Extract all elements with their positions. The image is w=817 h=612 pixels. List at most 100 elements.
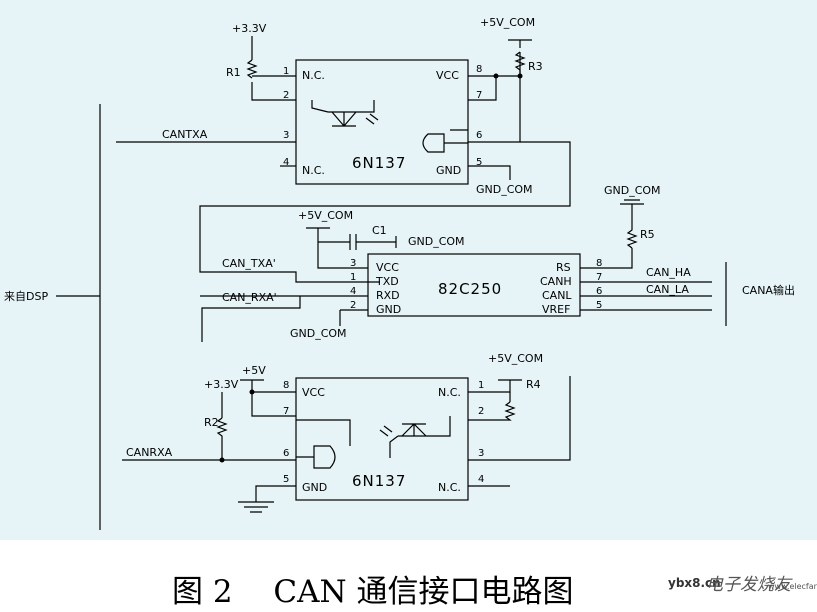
u1-pin-label-nc4: N.C. <box>302 164 325 177</box>
label-gnd-com-u2: GND_COM <box>290 327 347 340</box>
u3-pin-5: 5 <box>283 474 289 485</box>
u2-part-name: 82C250 <box>438 280 502 298</box>
u3-body <box>295 377 469 501</box>
ground-symbol <box>238 501 274 513</box>
watermark-url: www.elecfans.com <box>768 582 817 591</box>
u3-wiring <box>122 376 571 513</box>
u3-pin-8: 8 <box>283 380 289 391</box>
can-interface-circuit-diagram: N.C. VCC N.C. GND 6N137 1 2 3 4 8 7 6 5 <box>0 0 817 540</box>
optocoupler-u3: VCC GND N.C. N.C. 6N137 8 7 6 5 1 2 3 4 <box>283 377 484 501</box>
label-3v3-bottom: +3.3V <box>204 378 239 391</box>
label-r1: R1 <box>226 66 241 79</box>
u2-pin-label-vcc: VCC <box>376 261 399 274</box>
u2-wiring <box>200 199 727 342</box>
r5-resistor <box>626 204 638 249</box>
u2-pin-2: 2 <box>350 300 356 311</box>
u2-pin-3: 3 <box>350 258 356 269</box>
u2-pin-8: 8 <box>596 258 602 269</box>
label-5v-com-top: +5V_COM <box>480 16 535 29</box>
label-cantxa: CANTXA <box>162 128 208 141</box>
label-r5: R5 <box>640 228 655 241</box>
u1-wiring <box>116 36 571 283</box>
watermark-site: ybx8.cn <box>668 576 721 590</box>
u1-led-icon <box>311 100 379 127</box>
label-3v3-top: +3.3V <box>232 22 267 35</box>
u2-pin-label-gnd: GND <box>376 303 401 316</box>
u3-gate-icon <box>296 445 336 469</box>
u1-pin-label-vcc: VCC <box>436 69 459 82</box>
label-r2: R2 <box>204 416 219 429</box>
u3-part-name: 6N137 <box>352 472 406 490</box>
transceiver-u2: VCC TXD RXD GND RS CANH CANL VREF 82C250… <box>350 253 602 317</box>
r4-resistor <box>468 401 516 421</box>
u1-pin-8: 8 <box>476 64 482 75</box>
u1-pin-6: 6 <box>476 130 482 141</box>
label-r4: R4 <box>526 378 541 391</box>
gnd-r5-bar <box>620 199 644 205</box>
label-cana-output: CANA输出 <box>742 283 795 297</box>
junction-dot <box>493 73 499 79</box>
u1-pin-4: 4 <box>283 157 289 168</box>
label-gnd-com-r5: GND_COM <box>604 184 661 197</box>
u3-pin-7: 7 <box>283 406 289 417</box>
u1-part-name: 6N137 <box>352 154 406 172</box>
dsp-bus <box>56 104 101 530</box>
u1-pin-label-gnd: GND <box>436 164 461 177</box>
u1-gate-icon <box>422 133 468 153</box>
label-5v-bottom: +5V <box>242 364 266 377</box>
u3-pin-label-nc4: N.C. <box>438 481 461 494</box>
label-5v-com-bottom: +5V_COM <box>488 352 543 365</box>
label-gnd-com-c1: GND_COM <box>408 235 465 248</box>
u1-pin-label-nc1: N.C. <box>302 69 325 82</box>
u1-pin-5: 5 <box>476 157 482 168</box>
u2-pin-5: 5 <box>596 300 602 311</box>
caption-text: 图 2 CAN 通信接口电路图 <box>172 574 574 610</box>
label-can-ha: CAN_HA <box>646 266 691 279</box>
r1-resistor <box>246 59 258 79</box>
u1-pin-1: 1 <box>283 66 289 77</box>
junction-dot <box>249 389 255 395</box>
c1-capacitor <box>349 234 397 250</box>
u2-pin-7: 7 <box>596 272 602 283</box>
u2-pin-label-canl: CANL <box>542 289 572 302</box>
r3-resistor <box>468 51 526 143</box>
u1-pin-7: 7 <box>476 90 482 101</box>
junction-dot <box>219 457 225 463</box>
optocoupler-u1: N.C. VCC N.C. GND 6N137 1 2 3 4 8 7 6 5 <box>283 59 482 185</box>
u1-pin-2: 2 <box>283 90 289 101</box>
u3-pin-label-vcc: VCC <box>302 386 325 399</box>
u2-pin-label-vref: VREF <box>542 303 570 316</box>
u3-pin-4: 4 <box>478 474 484 485</box>
label-5v-com-c1: +5V_COM <box>298 209 353 222</box>
u2-body <box>367 253 581 317</box>
u3-pin-1: 1 <box>478 380 484 391</box>
u2-pin-label-rs: RS <box>556 261 571 274</box>
diagram-background <box>0 0 817 540</box>
u2-pin-1: 1 <box>350 272 356 283</box>
u3-pin-6: 6 <box>283 448 289 459</box>
label-r3: R3 <box>528 60 543 73</box>
r2-resistor <box>216 417 228 460</box>
watermark-brand: 电子发烧友 <box>706 575 791 595</box>
label-source-dsp: 来自DSP <box>4 290 48 303</box>
label-can-la: CAN_LA <box>646 283 689 296</box>
junction-dot <box>517 73 523 79</box>
label-gnd-com-u1: GND_COM <box>476 183 533 196</box>
u3-pin-label-gnd: GND <box>302 481 327 494</box>
u2-pin-label-canh: CANH <box>540 275 572 288</box>
u3-pin-2: 2 <box>478 406 484 417</box>
u3-led-icon <box>379 416 451 458</box>
label-canrxa: CANRXA <box>126 446 173 459</box>
vcc-c1-bar <box>306 227 368 269</box>
label-c1: C1 <box>372 224 387 237</box>
u3-pin-3: 3 <box>478 448 484 459</box>
label-can-txa-prime: CAN_TXA' <box>222 257 276 270</box>
u2-pin-4: 4 <box>350 286 356 297</box>
u2-pin-label-txd: TXD <box>375 275 399 288</box>
u3-gate-enable <box>296 419 351 446</box>
figure-caption: 图 2 CAN 通信接口电路图 ybx8.cn 电子发烧友 www.elecfa… <box>0 560 817 612</box>
u2-pin-label-rxd: RXD <box>376 289 400 302</box>
u1-pin-3: 3 <box>283 130 289 141</box>
u1-body <box>295 59 469 185</box>
u2-pin-6: 6 <box>596 286 602 297</box>
